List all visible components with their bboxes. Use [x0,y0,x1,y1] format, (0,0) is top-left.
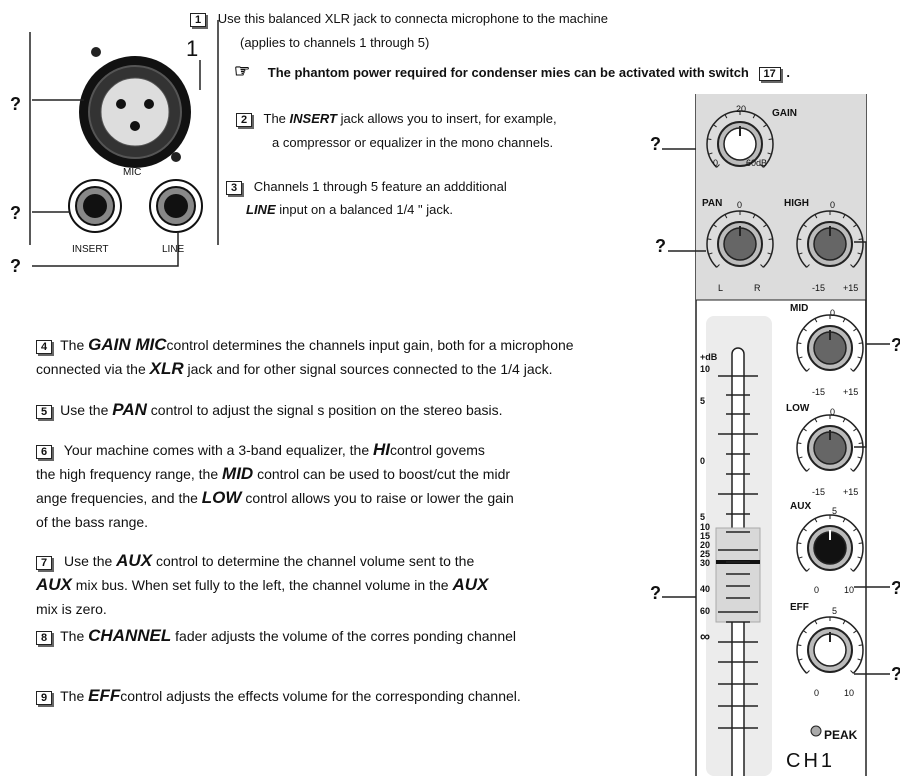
pointing-hand-icon: ☞ [234,61,251,81]
aux-emphasis: AUX [116,551,153,570]
mid-emphasis: MID [222,464,254,483]
phantom-switch-box: 17 [758,67,781,81]
note-2: 2 The INSERT jack allows you to insert, … [236,110,557,128]
mid-knob[interactable] [796,314,864,372]
fader-scale-label: +dB [700,352,718,362]
fader-scale-label: 5 [700,512,706,522]
note-3-line2: LINE input on a balanced 1/4 " jack. [246,202,453,217]
callout-xlr: ? [10,94,21,114]
paragraph-6: 6 Your machine comes with a 3-band equal… [36,438,485,462]
line-label: LINE [162,244,185,255]
note-1-line2: (applies to channels 1 through 5) [240,35,430,50]
callout-insert: ? [10,203,21,223]
callout-fader: ? [650,583,661,603]
fader-scale-label: 40 [700,584,711,594]
fader-scale-label: 0 [700,456,706,466]
aux-knob[interactable] [796,514,864,572]
note-1-box: 1 [190,13,207,27]
note-2-box: 2 [236,113,253,127]
note-3-box: 3 [226,181,243,195]
mic-label: MIC [123,167,142,178]
eff-emphasis: EFF [88,686,121,705]
callout-pan: ? [655,236,666,256]
pan-knob[interactable] [706,210,774,268]
phantom-note: ☞ The phantom power required for condens… [234,61,790,81]
line-jack[interactable] [149,179,203,233]
fader-scale-label: 15 [700,531,711,541]
note-2-line2: a compressor or equalizer in the mono ch… [272,135,554,150]
channel-emphasis: CHANNEL [88,626,172,645]
callout-line: ? [10,256,21,276]
paragraph-7-line3: mix is zero. [36,601,107,617]
note-1: 1 Use this balanced XLR jack to connecta… [190,10,608,28]
fader-scale-label: 20 [700,540,711,550]
gain-label: GAIN [772,108,797,119]
fader-scale-label: 30 [700,558,711,568]
fader-scale-label: 5 [700,396,706,406]
low-label: LOW [786,403,810,414]
low-knob[interactable] [796,414,864,472]
fader-scale-label: ∞ [700,628,710,644]
insert-label: INSERT [72,244,109,255]
peak-led [810,725,822,737]
paragraph-6-line3: ange frequencies, and the LOW control al… [36,488,514,507]
callout-aux: ? [891,578,900,599]
peak-label: PEAK [824,728,858,742]
note-1-text: Use this balanced XLR jack to connecta m… [217,11,608,26]
aux-label: AUX [790,501,812,512]
low-emphasis: LOW [201,488,242,507]
callout-gain: ? [650,134,661,154]
line-emphasis: LINE [246,202,276,217]
eff-label: EFF [790,602,809,613]
channel-strip [695,94,890,776]
hi-emphasis: HI [373,440,390,459]
paragraph-4-line2: connected via the XLR jack and for other… [36,359,553,378]
insert-jack[interactable] [68,179,122,233]
callout-eff: ? [891,664,900,685]
fader-scale-label: 10 [700,364,711,374]
fader-scale-label: 10 [700,522,711,532]
xlr-jack[interactable] [79,56,191,168]
paragraph-6-line2: the high frequency range, the MID contro… [36,464,511,483]
mid-label: MID [790,303,809,314]
eff-knob[interactable] [796,616,864,674]
insert-emphasis: INSERT [289,111,337,126]
gain-knob[interactable] [706,110,774,168]
pan-emphasis: PAN [112,400,147,419]
channel-number: 1 [186,36,199,61]
input-panel-illustration [29,20,219,267]
paragraph-6-line4: of the bass range. [36,514,149,530]
gain-mic-emphasis: GAIN MIC [88,335,167,354]
fader-scale-label: 25 [700,549,711,559]
paragraph-7-line2: AUX mix bus. When set fully to the left,… [36,575,489,594]
high-knob[interactable] [796,210,864,268]
pan-label: PAN [702,198,723,209]
channel-label: CH1 [786,750,836,772]
high-label: HIGH [784,198,809,209]
paragraph-7: 7 Use the AUX control to determine the c… [36,549,474,573]
xlr-emphasis: XLR [149,359,184,378]
note-3: 3 Channels 1 through 5 feature an adddit… [226,178,507,196]
fader-scale-label: 60 [700,606,711,616]
callout-eq: ? [891,335,900,356]
